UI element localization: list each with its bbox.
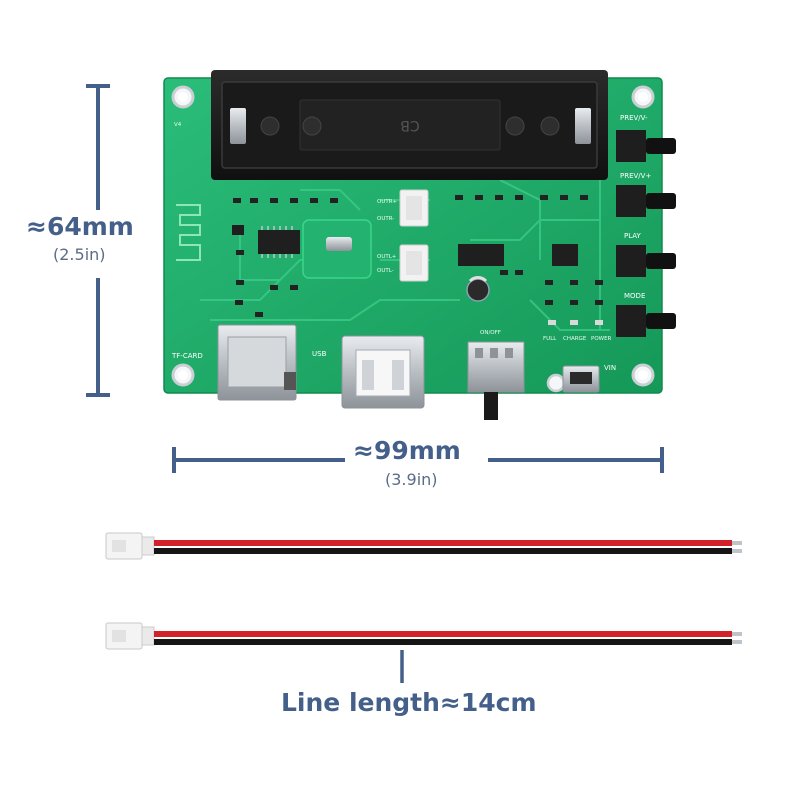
width-in-label: (3.9in) (385, 470, 438, 489)
tactile-buttons (616, 130, 676, 337)
micro-usb-port (562, 365, 600, 393)
usb-port (341, 335, 425, 409)
label-button-play: PLAY (624, 232, 642, 240)
label-tf-card: TF-CARD (171, 352, 203, 360)
label-power: POWER (591, 336, 612, 342)
amplifier-chip-2 (552, 244, 578, 266)
power-switch (467, 341, 525, 420)
speaker-cable-1 (105, 532, 742, 560)
label-button-prev-up: PREV/V+ (620, 172, 651, 180)
output-connector-left (399, 244, 429, 282)
label-button-prev-down: PREV/V- (620, 114, 648, 122)
label-on-off: ON/OFF (480, 330, 501, 336)
label-vin: VIN (604, 364, 616, 372)
height-dimension-line (86, 84, 110, 397)
label-outr-plus: OUTR+ (377, 199, 398, 205)
speaker-cable-2 (105, 622, 742, 650)
tf-card-slot (217, 324, 297, 401)
label-button-mode: MODE (624, 292, 645, 300)
battery-mark: CB (400, 117, 419, 133)
crystal (326, 237, 352, 251)
antenna-trace (176, 204, 201, 261)
label-charge: CHARGE (563, 336, 587, 342)
width-dimension-line (172, 447, 664, 473)
electrolytic-capacitor (466, 278, 490, 302)
label-outl-plus: OUTL+ (377, 254, 397, 260)
label-usb: USB (312, 350, 327, 358)
main-chip (258, 230, 300, 254)
battery-holder: CB (211, 70, 608, 180)
label-outl-minus: OUTL- (377, 268, 394, 274)
board-version-label: V4 (174, 122, 182, 128)
regulator-chip (232, 225, 244, 235)
mounting-holes (171, 85, 655, 393)
cable-length-label: Line length≈14cm (281, 688, 537, 717)
label-outr-minus: OUTR- (377, 216, 394, 222)
height-mm-label: ≈64mm (26, 212, 134, 241)
smd-components (233, 195, 603, 325)
output-connector-right (399, 189, 429, 227)
amplifier-chip (458, 244, 504, 266)
label-full: FULL (543, 336, 557, 342)
height-in-label: (2.5in) (53, 245, 106, 264)
pcb-board: CB V4 (163, 70, 676, 420)
width-mm-label: ≈99mm (353, 436, 461, 465)
